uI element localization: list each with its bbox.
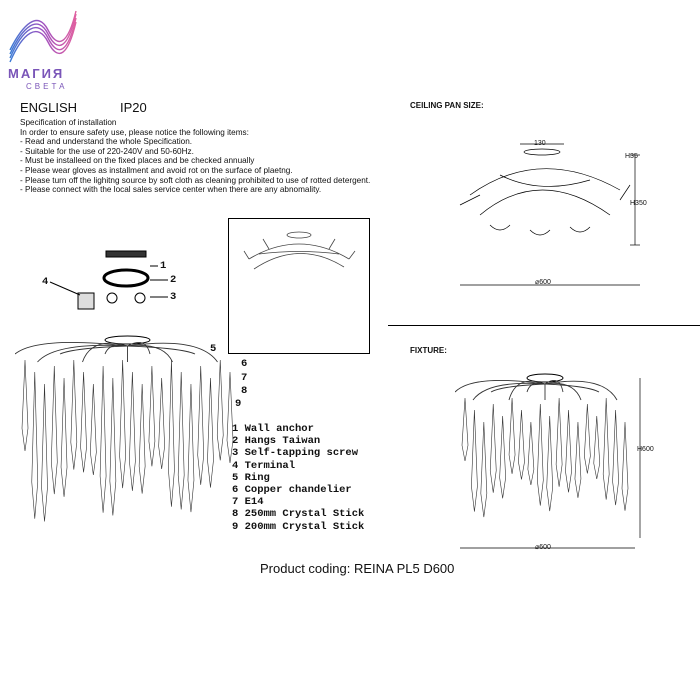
divider: [388, 325, 700, 326]
spec-intro: In order to ensure safety use, please no…: [20, 127, 249, 137]
part-item: 1 Wall anchor: [232, 423, 314, 435]
spec-item: - Please turn off the lighitng source by…: [20, 175, 371, 185]
callout-4: 4: [42, 276, 49, 288]
fixture-title: FIXTURE:: [410, 346, 447, 355]
ceiling-pan-drawing: [459, 143, 640, 286]
exploded-parts-diagram: [49, 250, 168, 310]
part-item: 4 Terminal: [232, 459, 296, 472]
ceiling-pan-title: CEILING PAN SIZE:: [410, 101, 484, 110]
language-label: ENGLISH: [20, 100, 78, 115]
ceiling-height: H350: [630, 200, 647, 207]
spec-item: - Read and understand the whole Specific…: [20, 137, 193, 147]
part-item: 5 Ring: [232, 471, 270, 484]
spec-item: - Must be installeed on the fixed places…: [20, 156, 255, 166]
spec-title: Specification of installation: [20, 118, 117, 127]
callout-1: 1: [160, 260, 167, 272]
callout-3: 3: [170, 291, 177, 303]
callout-6: 6: [241, 358, 248, 370]
parts-legend: 1 Wall anchor 2 Hangs Taiwan 3 Self-tapp…: [232, 423, 364, 533]
ip-rating: IP20: [120, 100, 147, 115]
logo-sub: СВЕТА: [26, 82, 68, 91]
product-photo-frame: [228, 218, 370, 354]
callout-7: 7: [241, 372, 248, 384]
callout-2: 2: [170, 274, 177, 286]
pan-height: H35: [625, 153, 638, 160]
spec-item: - Suitable for the use of 220-240V and 5…: [20, 146, 194, 156]
logo-name: МАГИЯ: [8, 66, 65, 81]
part-item: 3 Self-tapping screw: [232, 447, 359, 460]
callout-8: 8: [241, 385, 248, 397]
chandelier-drawing: [15, 335, 234, 522]
fixture-width: ⌀600: [535, 544, 551, 551]
ceiling-width: ⌀600: [535, 279, 551, 286]
part-item: 2 Hangs Taiwan: [232, 435, 321, 448]
spec-item: - Please wear gloves as installment and …: [20, 165, 293, 175]
logo-waves-icon: [9, 10, 77, 63]
pan-diameter: 130: [534, 140, 546, 147]
part-item: 6 Copper chandelier: [232, 484, 352, 497]
callout-9: 9: [235, 398, 242, 410]
fixture-height: H600: [637, 446, 654, 453]
part-item: 7 E14: [232, 496, 264, 509]
part-item: 9 200mm Crystal Stick: [232, 520, 365, 533]
spec-item: - Please connect with the local sales se…: [20, 185, 322, 195]
part-item: 8 250mm Crystal Stick: [232, 508, 365, 521]
product-coding: Product coding: REINA PL5 D600: [260, 561, 455, 576]
callout-5: 5: [210, 343, 217, 355]
chandelier-photo: [243, 231, 356, 270]
specification-text: Specification of installation In order t…: [20, 118, 370, 195]
fixture-drawing: [455, 373, 641, 549]
